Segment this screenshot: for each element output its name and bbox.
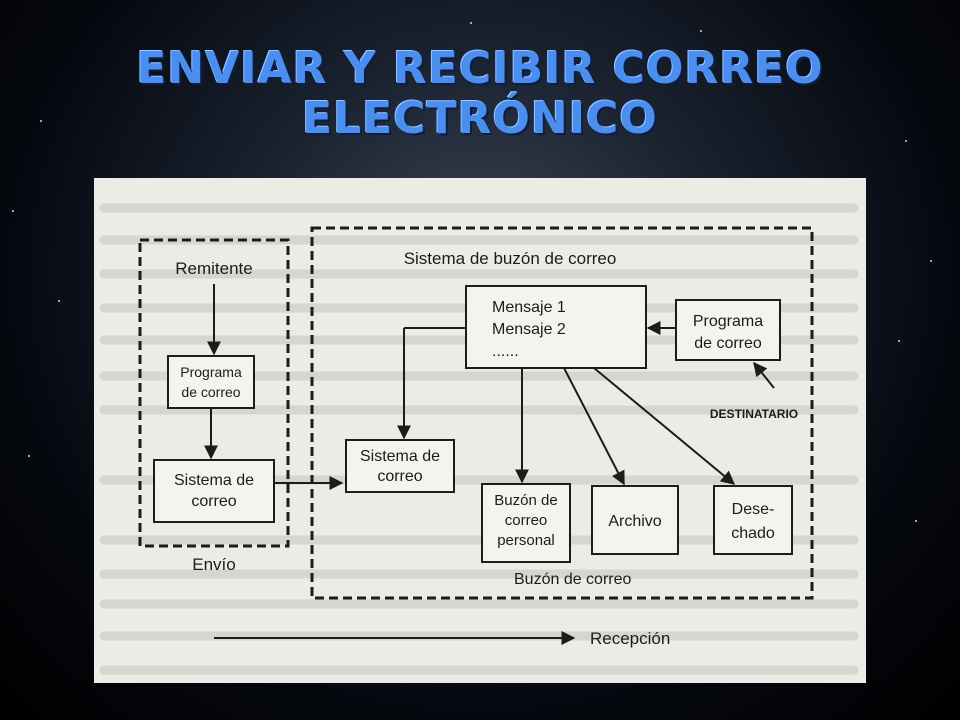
recipient-program-label-1: Programa bbox=[693, 313, 763, 330]
star bbox=[905, 140, 907, 142]
discarded-box bbox=[713, 485, 793, 555]
star bbox=[28, 455, 30, 457]
mailbox-system-box-label-2: correo bbox=[377, 468, 422, 485]
mailbox-system-box bbox=[345, 439, 455, 493]
star bbox=[470, 22, 472, 24]
slide-title: ENVIAR Y RECIBIR CORREO ELECTRÓNICO bbox=[0, 44, 960, 144]
archive-label: Archivo bbox=[608, 513, 661, 530]
sender-program-label-1: Programa bbox=[180, 364, 242, 380]
personal-mailbox-label-1: Buzón de bbox=[494, 492, 557, 509]
message-2: Mensaje 2 bbox=[492, 321, 566, 338]
recipient-program-box bbox=[675, 299, 781, 361]
mailbox-system-box-label-1: Sistema de bbox=[360, 448, 440, 465]
sender-system-label-1: Sistema de bbox=[174, 472, 254, 489]
discarded-label-2: chado bbox=[731, 525, 775, 542]
personal-mailbox-box bbox=[481, 483, 571, 563]
arrow-recipient-to-program bbox=[753, 361, 775, 389]
sender-program-label-2: de correo bbox=[181, 384, 240, 400]
archive-box bbox=[591, 485, 679, 555]
star bbox=[930, 260, 932, 262]
sender-system-box bbox=[153, 459, 275, 523]
personal-mailbox-label-3: personal bbox=[497, 532, 555, 549]
star bbox=[700, 30, 702, 32]
arrow-messages-to-discarded bbox=[593, 367, 736, 485]
message-1: Mensaje 1 bbox=[492, 299, 566, 316]
message-ellipsis: ...... bbox=[492, 343, 519, 360]
mailbox-system-label: Sistema de buzón de correo bbox=[404, 249, 617, 268]
reception-label: Recepción bbox=[590, 629, 670, 648]
send-caption: Envío bbox=[192, 555, 235, 574]
recipient-program-label-2: de correo bbox=[694, 335, 762, 352]
star bbox=[12, 210, 14, 212]
sender-label: Remitente bbox=[175, 259, 252, 278]
recipient-label: DESTINATARIO bbox=[710, 407, 798, 421]
sender-program-box bbox=[167, 355, 255, 409]
star bbox=[58, 300, 60, 302]
star bbox=[40, 120, 42, 122]
mailbox-system-dashed-box bbox=[310, 226, 814, 600]
discarded-label-1: Dese- bbox=[732, 501, 775, 518]
sender-dashed-box bbox=[138, 238, 290, 548]
title-line-2: ELECTRÓNICO bbox=[302, 93, 658, 144]
arrow-messages-to-archive bbox=[563, 367, 625, 486]
star bbox=[898, 340, 900, 342]
personal-mailbox-label-2: correo bbox=[505, 512, 548, 529]
email-flow-diagram: Remitente Programa de correo Sistema de … bbox=[99, 203, 859, 675]
sender-system-label-2: correo bbox=[191, 493, 236, 510]
title-line-1: ENVIAR Y RECIBIR CORREO bbox=[136, 43, 824, 94]
messages-box bbox=[465, 285, 647, 369]
star bbox=[915, 520, 917, 522]
mailbox-caption: Buzón de correo bbox=[514, 571, 632, 588]
diagram-panel: Remitente Programa de correo Sistema de … bbox=[94, 178, 866, 683]
